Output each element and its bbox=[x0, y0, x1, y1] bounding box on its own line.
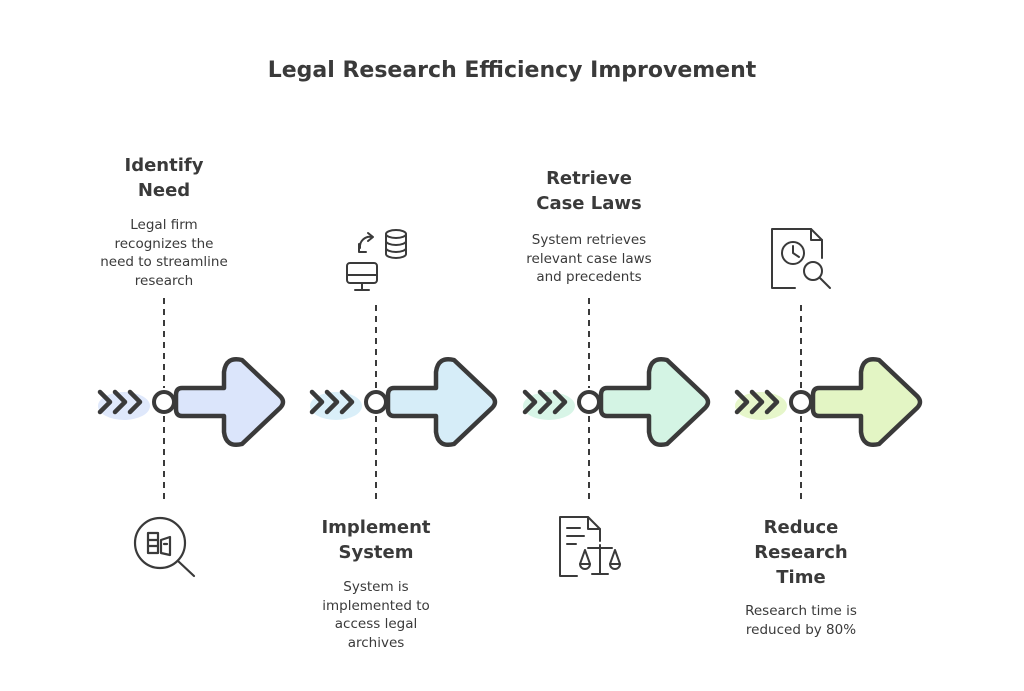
step-description-line: Legal firm bbox=[130, 217, 198, 233]
step-arrow-shape bbox=[598, 357, 711, 447]
step-description-line: recognizes the bbox=[114, 235, 214, 252]
step-description-line: need to streamline bbox=[100, 254, 228, 270]
chevron-icon bbox=[537, 389, 553, 415]
step-description-line: System is bbox=[343, 579, 409, 595]
search-document-icon bbox=[133, 516, 196, 578]
clock-search-icon bbox=[771, 228, 831, 289]
legal-document-scales-icon bbox=[559, 516, 621, 577]
chevron-icon bbox=[749, 389, 765, 415]
step-node bbox=[152, 390, 176, 414]
chevron-icon bbox=[552, 389, 568, 415]
step-description-line: access legal bbox=[334, 616, 418, 632]
chevron-icon bbox=[127, 389, 143, 415]
chevron-icon bbox=[309, 389, 325, 415]
step-title-line: Retrieve bbox=[546, 168, 632, 189]
step-description-line: research bbox=[134, 272, 194, 289]
step-title-line: Reduce bbox=[763, 517, 839, 538]
chevron-icon bbox=[324, 389, 340, 415]
step-description-line: archives bbox=[347, 634, 405, 651]
step-title-line: Need bbox=[137, 180, 191, 201]
step-description: Research time is reduced by 80% bbox=[701, 602, 901, 639]
step-arrow-shape bbox=[173, 357, 286, 447]
step-description: Legal firm recognizes the need to streamli… bbox=[64, 216, 264, 290]
step-description-line: Research time is bbox=[745, 603, 857, 619]
step-description-line: reduced by 80% bbox=[745, 621, 857, 638]
step-description-line: and precedents bbox=[536, 269, 642, 285]
step-title-line: Time bbox=[776, 567, 826, 588]
step-node bbox=[364, 390, 388, 414]
arrow-layer bbox=[97, 357, 923, 447]
step-description-line: implemented to bbox=[322, 597, 430, 614]
step-title-line: Research bbox=[754, 542, 848, 563]
chevron-icon bbox=[112, 389, 128, 415]
diagram-title: Legal Research Efficiency Improvement bbox=[267, 58, 757, 83]
step-title-line: System bbox=[338, 542, 414, 563]
step-arrow-shape bbox=[810, 357, 923, 447]
step-description-line: relevant case laws bbox=[526, 250, 652, 267]
step-title-line: Case Laws bbox=[536, 193, 642, 214]
connector-layer bbox=[163, 298, 802, 502]
icon-layer bbox=[133, 228, 831, 578]
step-description: System retrieves relevant case laws and pr… bbox=[489, 231, 689, 287]
step-description: System is implemented to access legal archi… bbox=[276, 578, 476, 652]
chevron-icon bbox=[97, 389, 113, 415]
step-node bbox=[789, 390, 813, 414]
step-description-line: System retrieves bbox=[531, 232, 647, 248]
step-title-line: Implement bbox=[321, 517, 431, 538]
step-title-line: Identify bbox=[124, 155, 204, 176]
chevron-icon bbox=[339, 389, 355, 415]
chevron-icon bbox=[734, 389, 750, 415]
chevron-icon bbox=[522, 389, 538, 415]
step-arrow-shape bbox=[385, 357, 498, 447]
step-node bbox=[577, 390, 601, 414]
chevron-icon bbox=[764, 389, 780, 415]
database-sync-icon bbox=[346, 229, 407, 291]
